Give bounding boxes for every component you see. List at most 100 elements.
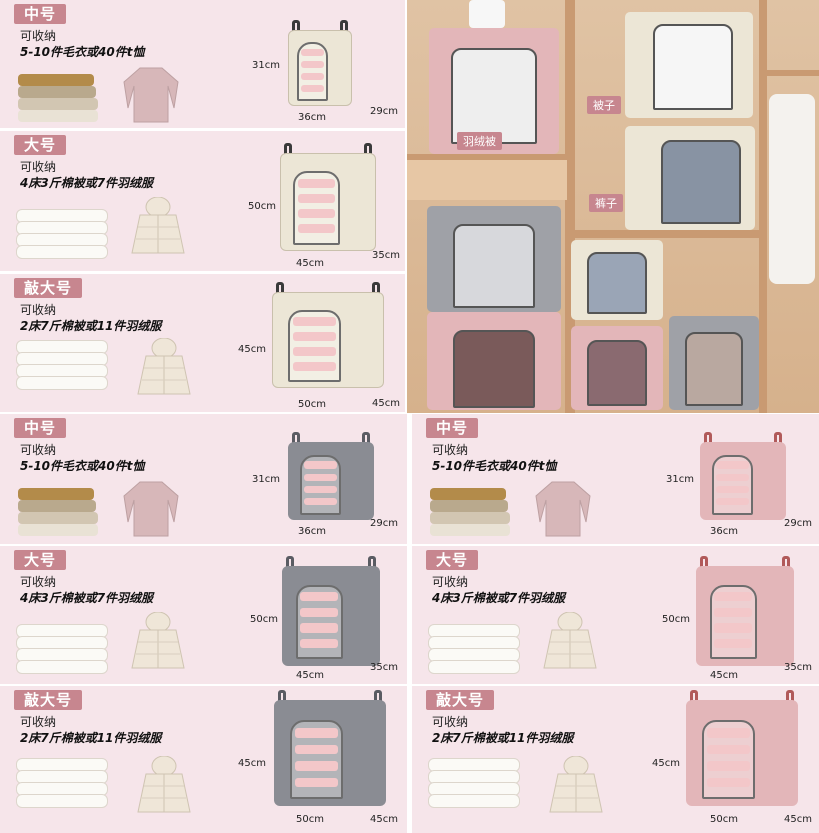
down-jacket-image (543, 612, 597, 669)
folded-quilt-image (16, 340, 108, 390)
panel-grey-medium: 中号 可收纳 5-10件毛衣或40件t恤 31cm 36cm 29cm (0, 414, 407, 544)
folded-sweaters-image (18, 488, 98, 538)
width-dimension: 45cm (296, 258, 324, 269)
size-badge: 中号 (426, 418, 479, 438)
down-jacket-image (131, 197, 185, 254)
photo-label-down: 羽绒被 (457, 132, 502, 150)
folded-quilt-image (16, 209, 108, 259)
photo-label-pants: 裤子 (589, 194, 623, 212)
storage-box-pink-large (696, 556, 794, 666)
folded-sweaters-image (18, 74, 98, 124)
size-badge: 敲大号 (426, 690, 495, 710)
capacity-detail: 5-10件毛衣或40件t恤 (20, 45, 145, 59)
size-badge: 敲大号 (14, 278, 83, 298)
panel-beige-large: 大号 可收纳 4床3斤棉被或7件羽绒服 50cm 45cm 35cm (0, 131, 405, 271)
height-dimension: 50cm (662, 614, 690, 625)
size-badge: 中号 (14, 4, 67, 24)
long-sleeve-shirt-image (535, 481, 591, 537)
grey-box-left-top (427, 206, 561, 312)
depth-dimension: 29cm (784, 518, 812, 529)
storage-box-grey-large (282, 556, 380, 666)
down-jacket-image (137, 338, 191, 395)
capacity-label: 可收纳 (20, 160, 57, 174)
height-dimension: 31cm (666, 474, 694, 485)
capacity-detail: 2床7斤棉被或11件羽绒服 (432, 731, 574, 745)
depth-dimension: 29cm (370, 518, 398, 529)
width-dimension: 36cm (298, 112, 326, 123)
height-dimension: 45cm (238, 344, 266, 355)
storage-box-beige-xlarge (272, 282, 384, 388)
pink-box-left-bottom (427, 312, 561, 410)
capacity-detail: 5-10件毛衣或40件t恤 (20, 459, 145, 473)
width-dimension: 50cm (298, 399, 326, 410)
panel-pink-xlarge: 敲大号 可收纳 2床7斤棉被或11件羽绒服 45cm 50cm 45cm (412, 686, 819, 833)
height-dimension: 50cm (250, 614, 278, 625)
size-badge: 中号 (14, 418, 67, 438)
capacity-label: 可收纳 (20, 715, 57, 729)
width-dimension: 36cm (710, 526, 738, 537)
storage-box-beige-large (280, 143, 376, 251)
capacity-label: 可收纳 (432, 715, 469, 729)
height-dimension: 31cm (252, 474, 280, 485)
pink-box-small (571, 326, 663, 410)
depth-dimension: 45cm (370, 814, 398, 825)
handbag (469, 0, 505, 28)
size-badge: 敲大号 (14, 690, 83, 710)
capacity-label: 可收纳 (20, 303, 57, 317)
beige-box-small (571, 240, 663, 320)
depth-dimension: 35cm (370, 662, 398, 673)
panel-grey-large: 大号 可收纳 4床3斤棉被或7件羽绒服 50cm 45cm 35cm (0, 546, 407, 684)
capacity-label: 可收纳 (20, 29, 57, 43)
width-dimension: 50cm (296, 814, 324, 825)
depth-dimension: 35cm (372, 250, 400, 261)
storage-box-pink-xlarge (686, 690, 798, 806)
capacity-label: 可收纳 (20, 575, 57, 589)
capacity-label: 可收纳 (432, 443, 469, 457)
width-dimension: 50cm (710, 814, 738, 825)
long-sleeve-shirt-image (123, 481, 179, 537)
width-dimension: 36cm (298, 526, 326, 537)
width-dimension: 45cm (296, 670, 324, 681)
panel-pink-large: 大号 可收纳 4床3斤棉被或7件羽绒服 50cm 45cm 35cm (412, 546, 819, 684)
depth-dimension: 29cm (370, 106, 398, 117)
panel-beige-xlarge: 敲大号 可收纳 2床7斤棉被或11件羽绒服 45cm 50cm 45cm (0, 274, 405, 412)
size-badge: 大号 (426, 550, 479, 570)
height-dimension: 45cm (652, 758, 680, 769)
width-dimension: 45cm (710, 670, 738, 681)
depth-dimension: 45cm (372, 398, 400, 409)
down-jacket-image (549, 756, 603, 813)
folded-sweaters-image (430, 488, 510, 538)
size-badge: 大号 (14, 550, 67, 570)
height-dimension: 45cm (238, 758, 266, 769)
folded-quilt-image (16, 624, 108, 674)
capacity-label: 可收纳 (20, 443, 57, 457)
folded-quilt-image (16, 758, 108, 808)
cabinet-photo: 羽绒被 被子 裤子 (407, 0, 819, 413)
panel-pink-medium: 中号 可收纳 5-10件毛衣或40件t恤 31cm 36cm 29cm (412, 414, 819, 544)
capacity-label: 可收纳 (432, 575, 469, 589)
storage-box-pink-medium (700, 432, 786, 520)
beige-box-middle (625, 126, 755, 230)
capacity-detail: 5-10件毛衣或40件t恤 (432, 459, 557, 473)
panel-grey-xlarge: 敲大号 可收纳 2床7斤棉被或11件羽绒服 45cm 50cm 45cm (0, 686, 407, 833)
capacity-detail: 4床3斤棉被或7件羽绒服 (20, 591, 154, 605)
depth-dimension: 35cm (784, 662, 812, 673)
height-dimension: 31cm (252, 60, 280, 71)
height-dimension: 50cm (248, 201, 276, 212)
capacity-detail: 4床3斤棉被或7件羽绒服 (432, 591, 566, 605)
long-sleeve-shirt-image (123, 67, 179, 123)
panel-beige-medium: 中号 可收纳 5-10件毛衣或40件t恤 31cm 36cm 29cm (0, 0, 405, 128)
down-jacket-image (131, 612, 185, 669)
storage-box-beige-medium (288, 20, 352, 106)
folded-quilt-image (428, 624, 520, 674)
storage-box-grey-xlarge (274, 690, 386, 806)
capacity-detail: 4床3斤棉被或7件羽绒服 (20, 176, 154, 190)
photo-label-quilt: 被子 (587, 96, 621, 114)
size-badge: 大号 (14, 135, 67, 155)
grey-box-small (669, 316, 759, 410)
hanging-clothes (769, 94, 815, 284)
folded-quilt-image (428, 758, 520, 808)
beige-box-top (625, 12, 753, 118)
depth-dimension: 45cm (784, 814, 812, 825)
capacity-detail: 2床7斤棉被或11件羽绒服 (20, 731, 162, 745)
